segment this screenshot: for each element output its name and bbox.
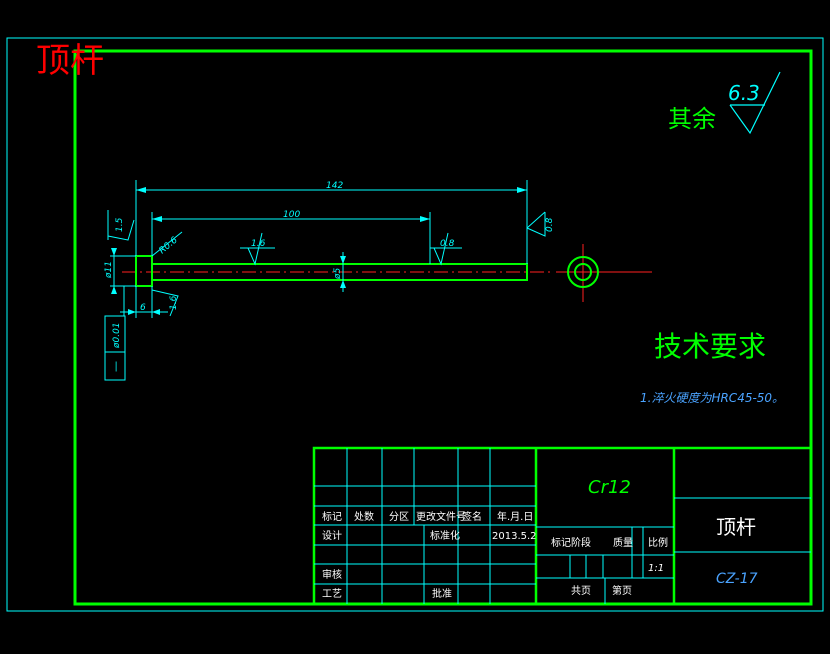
dim-head-diameter: ø11 (104, 248, 136, 294)
roughness-mark-icon (247, 232, 263, 266)
stage-label: 标记阶段 (551, 536, 591, 549)
approve-label: 批准 (432, 587, 452, 600)
review-label: 审核 (322, 568, 342, 581)
title-block: 标记 处数 分区 更改文件号 签名 年.月.日 设计 标准化 2013.5.2 … (312, 446, 813, 606)
tech-req-note: 1.淬火硬度为HRC45-50。 (640, 391, 784, 405)
date-value: 2013.5.2 (492, 531, 537, 542)
end-view-outer-circle (567, 256, 599, 288)
shaft-roughness-mid-label: 1.6 (251, 239, 266, 249)
dim-shaft-diameter: ø5 (333, 252, 346, 292)
hdr-mark: 标记 (322, 511, 342, 523)
dim-head-chamfer: R0.6 (151, 231, 183, 257)
head-roughness-label: 1.6 (169, 295, 179, 310)
tolerance-frame: ø0.01 — (104, 286, 126, 381)
roughness-general: 其余 6.3 (668, 71, 781, 135)
scale-value: 1:1 (648, 563, 664, 574)
roughness-check-icon (729, 71, 781, 135)
roughness-mark-icon (433, 232, 449, 266)
shaft-roughness-right-label: 0.8 (440, 239, 455, 249)
part-title: 顶杆 (36, 41, 104, 81)
roughness-mark-icon (526, 212, 546, 237)
sheets-label: 共页 (571, 585, 591, 597)
hdr-date: 年.月.日 (497, 510, 533, 523)
tolerance-symbol-label: — (109, 361, 122, 372)
tech-req-heading: 技术要求 (654, 330, 766, 363)
mass-label: 质量 (613, 537, 633, 549)
title-part-name: 顶杆 (716, 515, 756, 539)
dim-overall-length: 142 (135, 180, 528, 264)
shaft-length-label: 100 (283, 210, 300, 220)
hdr-zone: 分区 (389, 511, 409, 523)
roughness-value: 6.3 (728, 81, 760, 105)
head-thickness-label: 6 (140, 303, 146, 313)
roughness-end-face: 0.8 (526, 211, 555, 237)
chamfer-label: R0.6 (158, 235, 180, 256)
end-view-inner-circle (574, 263, 592, 281)
head-diameter-label: ø11 (104, 261, 114, 279)
sheet-border (6, 37, 824, 612)
hdr-count: 处数 (354, 510, 374, 523)
roughness-shaft-right: 0.8 (430, 232, 462, 266)
pin-head (135, 255, 153, 287)
dim-head-height: 1.5 (107, 210, 135, 241)
hdr-change-doc: 更改文件号 (416, 510, 466, 523)
roughness-head: 1.6 (151, 289, 179, 317)
material-value: Cr12 (588, 477, 631, 498)
scale-label: 比例 (648, 536, 668, 549)
head-height-label: 1.5 (115, 217, 125, 232)
standardize-label: 标准化 (430, 529, 460, 542)
dim-head-thickness: 6 (120, 286, 168, 318)
pin-shaft (151, 263, 528, 281)
sheet-label: 第页 (612, 584, 632, 597)
end-roughness-label: 0.8 (545, 217, 555, 232)
hdr-sign: 签名 (462, 510, 482, 523)
design-label: 设计 (322, 529, 342, 542)
overall-length-label: 142 (326, 181, 343, 191)
shaft-diameter-label: ø5 (333, 267, 343, 280)
drawing-number: CZ-17 (716, 571, 758, 587)
tolerance-value-label: ø0.01 (112, 322, 122, 349)
roughness-label: 其余 (668, 105, 716, 133)
roughness-shaft-mid: 1.6 (240, 232, 275, 266)
roughness-mark-icon (151, 289, 179, 317)
process-label: 工艺 (322, 588, 342, 600)
end-view (556, 244, 652, 302)
dim-shaft-length: 100 (151, 210, 431, 264)
